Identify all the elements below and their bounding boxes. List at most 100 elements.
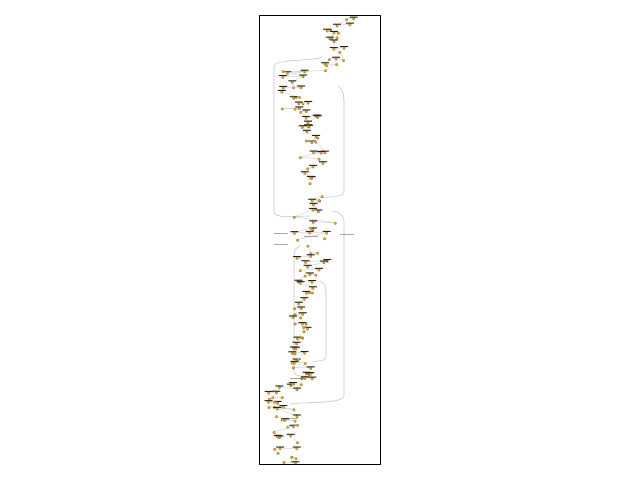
caption-bar-6 (284, 418, 298, 419)
node-117 (301, 322, 304, 326)
node-label-118 (303, 326, 312, 328)
node-154 (273, 400, 276, 404)
edge-16 (339, 51, 344, 61)
node-95 (317, 268, 321, 272)
node-4 (348, 23, 352, 27)
node-42 (304, 110, 308, 113)
node-label-32 (277, 89, 286, 91)
caption-bar-4 (274, 244, 288, 245)
node-label-1 (349, 16, 358, 18)
node-label-90 (293, 256, 302, 258)
flow-graph (264, 16, 358, 464)
node-109 (299, 307, 303, 310)
node-label-129 (300, 351, 309, 353)
caption-bar-5 (290, 378, 304, 379)
node-label-62 (318, 161, 327, 163)
node-60 (299, 156, 302, 160)
edge-23 (287, 69, 326, 73)
node-label-82 (305, 230, 314, 232)
node-69 (320, 195, 324, 198)
node-label-102 (296, 281, 305, 283)
node-label-81 (290, 231, 299, 233)
node-label-156 (279, 405, 288, 407)
node-149 (275, 391, 278, 395)
node-label-12 (330, 39, 338, 41)
node-116 (304, 322, 308, 326)
node-label-153 (273, 400, 282, 402)
node-18 (327, 58, 331, 62)
node-120 (302, 330, 306, 333)
node-label-146 (293, 387, 301, 389)
edge-87 (307, 245, 311, 254)
edge-177 (274, 448, 279, 453)
node-label-65 (300, 171, 309, 173)
node-label-101 (308, 280, 317, 282)
node-176 (273, 448, 277, 451)
edge-22 (325, 63, 337, 71)
node-label-37 (294, 101, 303, 103)
node-label-41 (295, 106, 304, 108)
node-label-59 (317, 150, 326, 152)
node-128 (290, 352, 294, 355)
node-38 (306, 101, 310, 105)
node-label-117 (298, 322, 307, 324)
node-label-141 (300, 376, 309, 378)
node-114 (299, 316, 303, 320)
node-label-75 (309, 207, 317, 209)
edge-76 (294, 209, 314, 218)
node-144 (291, 382, 295, 386)
edge-57 (315, 141, 326, 153)
node-168 (296, 424, 300, 427)
node-label-51 (302, 129, 311, 131)
node-172 (289, 434, 293, 438)
node-label-73 (309, 202, 318, 204)
node-label-27 (299, 74, 308, 76)
node-label-44 (302, 115, 311, 117)
node-label-28 (288, 80, 297, 82)
loop-edge-5 (313, 280, 327, 363)
node-7 (337, 31, 340, 35)
node-30 (299, 86, 303, 89)
node-41 (298, 107, 301, 110)
node-12 (332, 40, 336, 43)
node-96 (298, 269, 302, 273)
edge-61 (300, 156, 320, 159)
edge-169 (274, 424, 298, 433)
node-label-130 (292, 358, 301, 360)
node-13 (342, 46, 346, 50)
node-label-167 (289, 424, 298, 426)
node-26 (281, 75, 285, 79)
node-160 (275, 407, 279, 411)
node-label-70 (308, 198, 317, 200)
node-label-134 (290, 360, 299, 362)
node-label-172 (286, 433, 295, 435)
node-34 (298, 96, 301, 99)
edge-78 (313, 221, 336, 223)
edge-60 (300, 152, 322, 158)
node-label-121 (293, 336, 302, 338)
node-label-155 (264, 400, 273, 402)
node-65 (303, 172, 307, 175)
node-103 (311, 287, 315, 290)
node-23 (286, 71, 289, 75)
node-182 (282, 461, 286, 464)
node-3 (335, 24, 339, 28)
node-76 (292, 216, 296, 219)
node-93 (322, 261, 326, 265)
node-157 (267, 406, 271, 409)
node-1 (352, 17, 355, 21)
node-40 (281, 107, 284, 111)
node-134 (293, 361, 296, 365)
node-77 (333, 221, 337, 225)
node-123 (300, 336, 303, 340)
node-label-163 (281, 418, 289, 420)
node-label-181 (291, 461, 300, 463)
node-label-13 (340, 46, 349, 48)
node-label-3 (333, 23, 342, 25)
node-43 (299, 111, 303, 114)
node-label-94 (303, 264, 312, 266)
edge-176 (274, 447, 297, 450)
edge-127 (294, 348, 297, 354)
edge-160 (277, 408, 294, 410)
node-177 (276, 452, 280, 455)
